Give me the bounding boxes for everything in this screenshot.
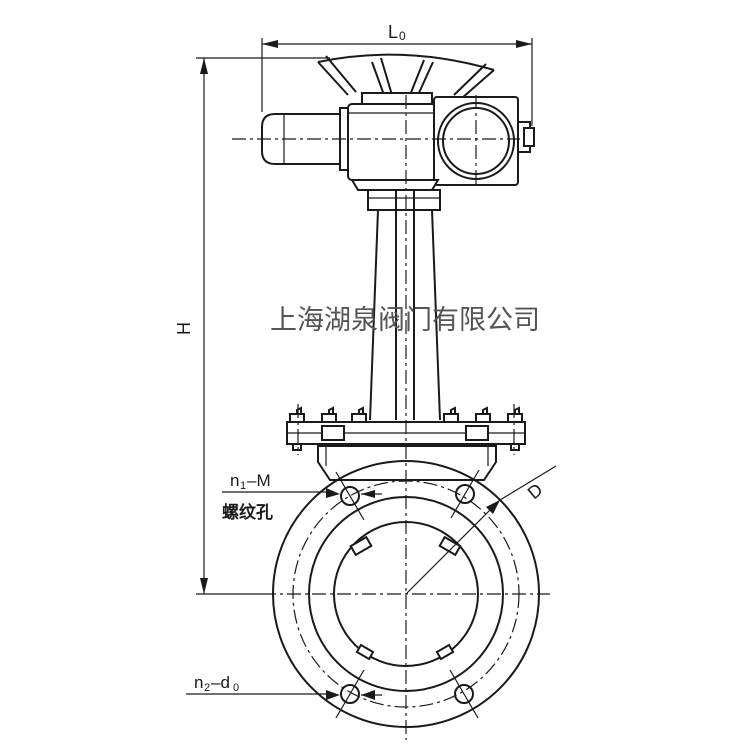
thread-hole-label: 螺纹孔 xyxy=(222,502,273,523)
n1-subscript: 1 xyxy=(240,480,246,492)
n2-subscript: 2 xyxy=(204,682,210,694)
bolt-holes xyxy=(335,469,480,719)
electric-actuator xyxy=(232,53,535,191)
handwheel xyxy=(317,53,495,99)
control-box xyxy=(433,96,535,186)
n1-label: n xyxy=(230,471,239,490)
dimension-L0: L 0 xyxy=(261,22,533,126)
callout-n2-d0: n 2 –d 0 xyxy=(186,673,382,700)
d0-subscript: 0 xyxy=(233,682,239,694)
callout-n1-M: n 1 –M 螺纹孔 xyxy=(222,471,382,523)
gate-guides xyxy=(349,535,462,661)
top-mounting-flange xyxy=(367,189,441,211)
L0-label: L xyxy=(388,22,398,42)
bonnet-flange xyxy=(286,404,526,455)
L0-subscript: 0 xyxy=(399,29,406,43)
H-label: H xyxy=(174,322,194,335)
body-neck xyxy=(317,445,497,481)
yoke-bracket xyxy=(367,189,441,421)
n2-d-rest: –d xyxy=(211,673,230,692)
company-watermark: 上海湖泉阀门有限公司 xyxy=(270,305,540,336)
dimension-H: H xyxy=(174,57,330,595)
n1-M-rest: –M xyxy=(247,471,271,490)
actuator-base xyxy=(350,179,440,191)
gearbox-body xyxy=(347,103,437,181)
n2-label: n xyxy=(194,673,203,692)
